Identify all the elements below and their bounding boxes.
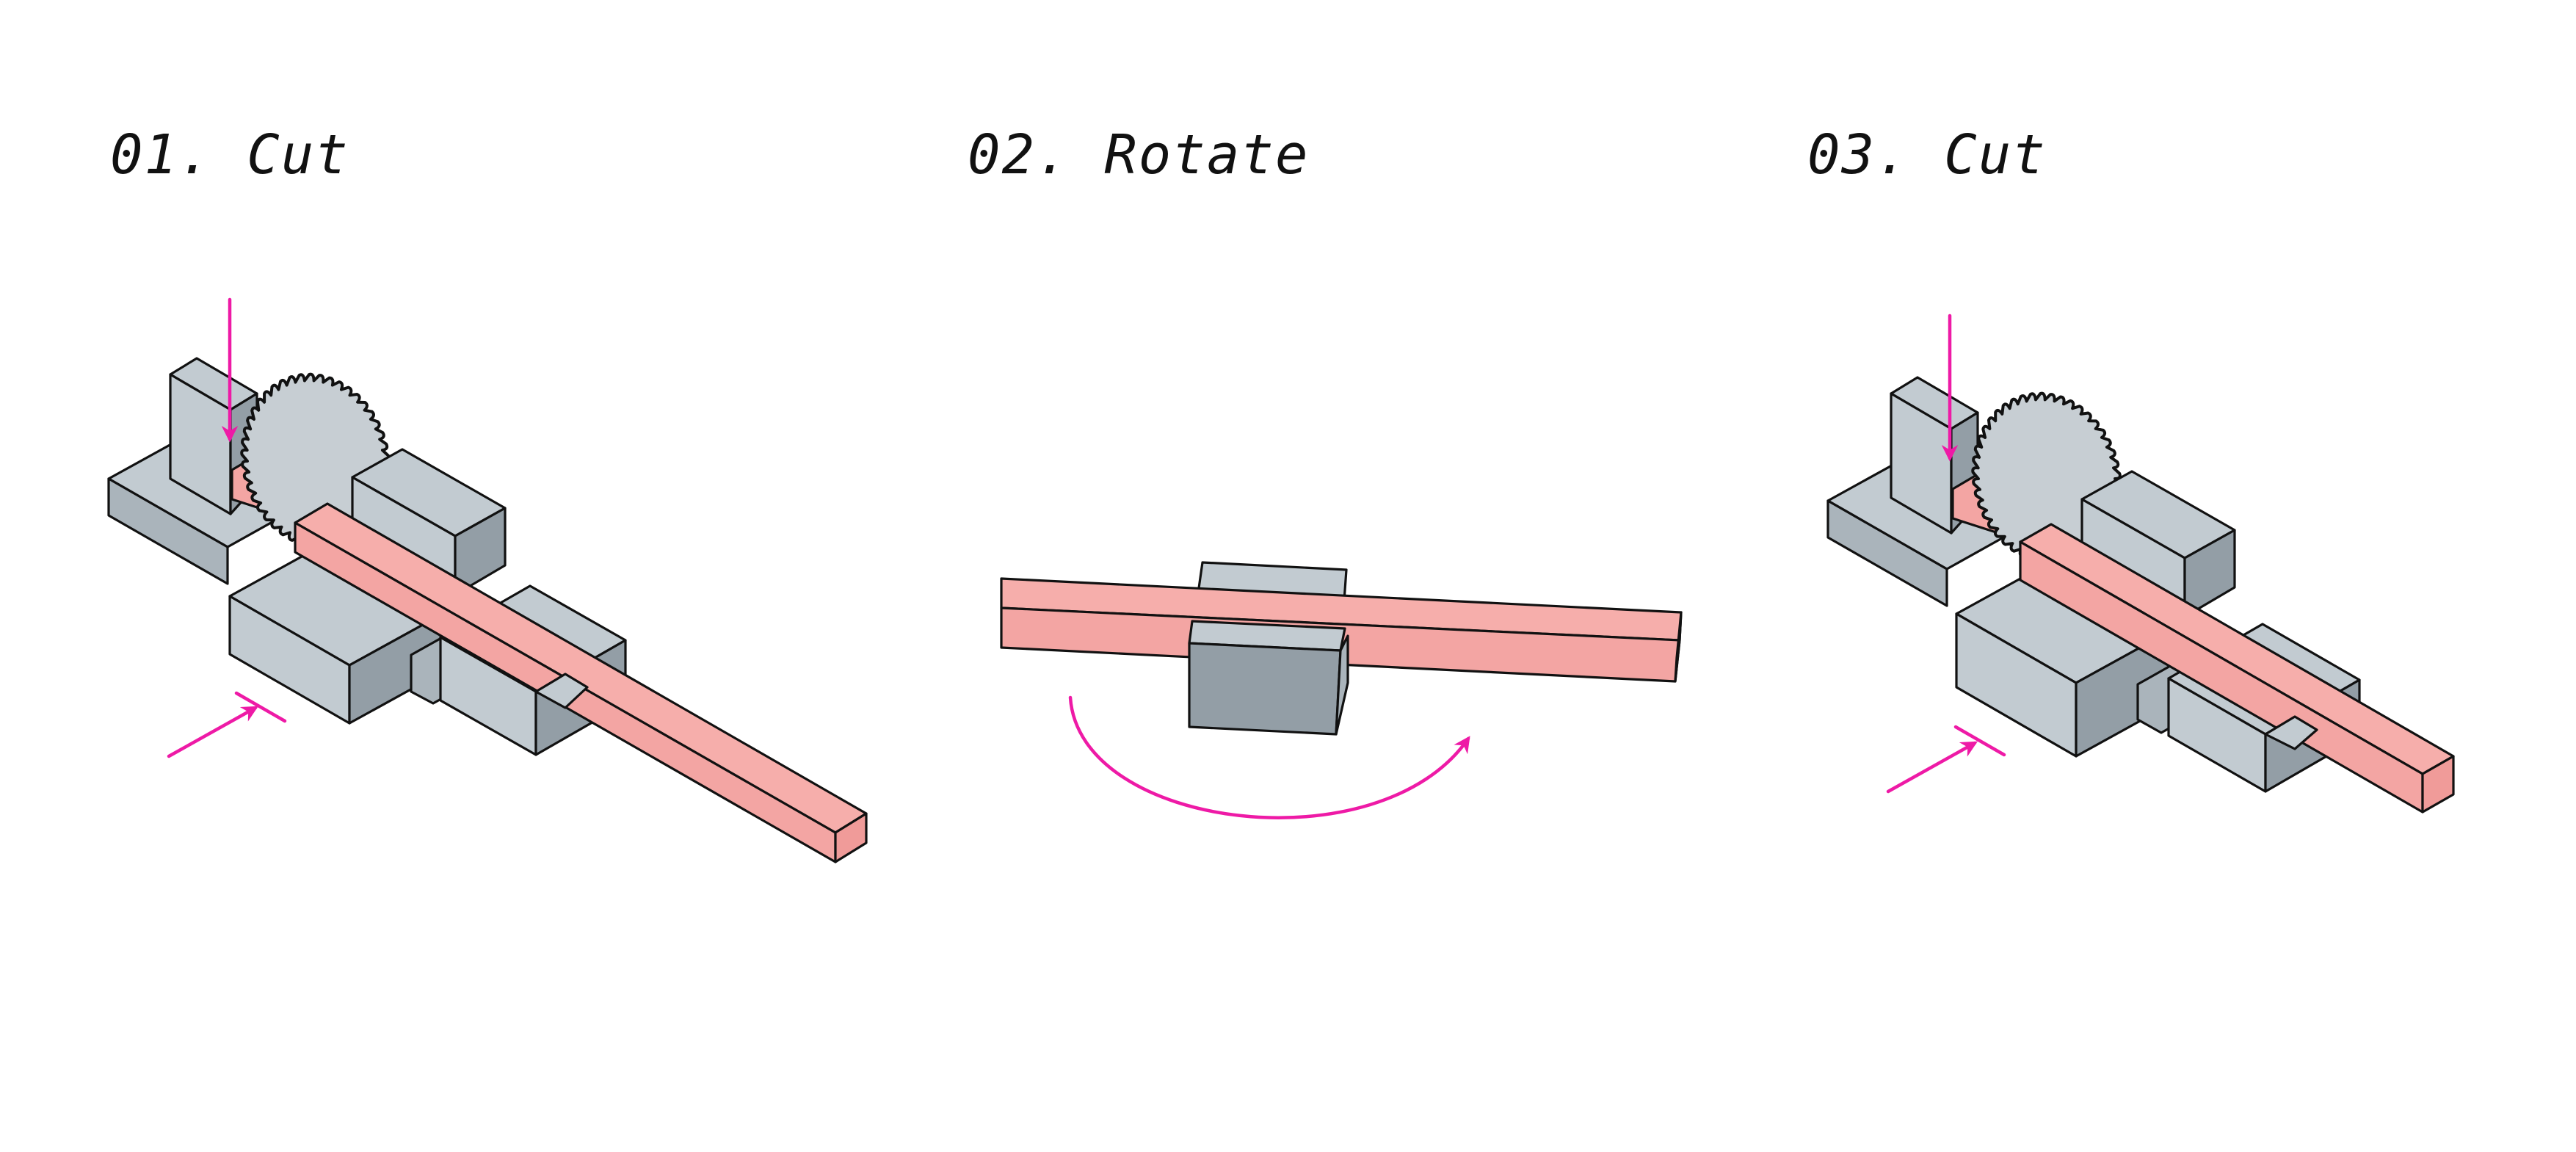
feed-stop-line [1953,725,2006,757]
step-title-rotate: 02. Rotate [968,123,1310,186]
step-title-cut-1: 01. Cut [110,123,349,186]
workpiece-bar [2019,523,2455,814]
rotate-assembly [1000,561,1683,819]
saw-machine-step-3 [1826,314,2455,814]
feed-stop-line [234,691,287,723]
workpiece-bar [294,502,868,863]
rotation-clamp-block [1188,620,1349,736]
feed-direction-arrow-icon [1886,741,1978,794]
rear-support-block [351,448,507,596]
back-fence-block [169,357,258,515]
feed-direction-arrow-icon [167,706,258,758]
saw-machine-step-1 [107,297,868,863]
rear-support-block [2080,470,2236,618]
step-title-cut-2: 03. Cut [1807,123,2047,186]
front-clamp-block [1955,561,2171,758]
rotation-arrow-icon [1068,695,1470,819]
